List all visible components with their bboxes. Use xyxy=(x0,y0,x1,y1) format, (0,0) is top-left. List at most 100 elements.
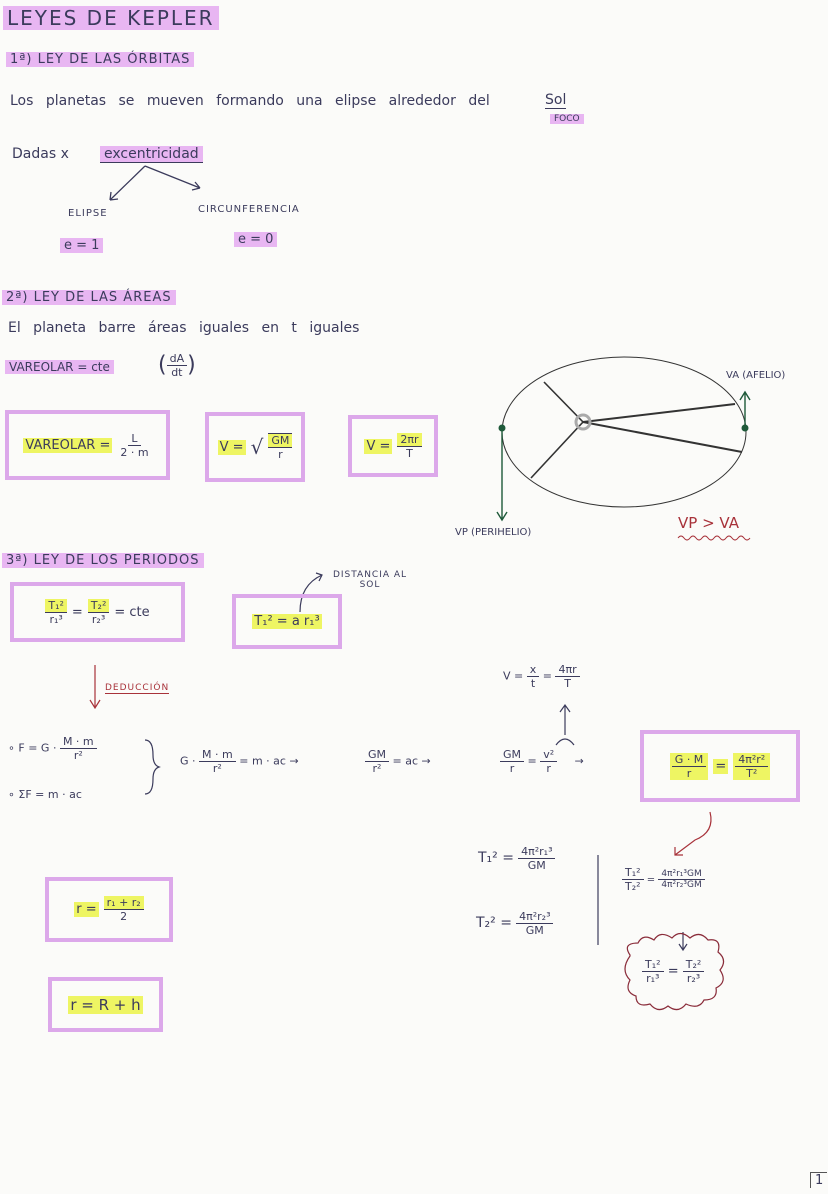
sun-icon xyxy=(574,413,592,431)
aphelion-label: VA (AFELIO) xyxy=(726,370,786,381)
area-line xyxy=(530,381,585,479)
den: r xyxy=(686,766,692,780)
lhs: T₂² = xyxy=(476,915,512,931)
den: GM xyxy=(525,924,544,937)
den: 2 xyxy=(120,910,128,923)
den: r xyxy=(278,448,283,461)
circle-label: CIRCUNFERENCIA xyxy=(198,204,300,215)
rhs: = m · ac → xyxy=(239,754,299,768)
den: T₂² xyxy=(625,880,641,893)
den: r xyxy=(546,762,551,775)
distance-note: DISTANCIA AL SOL xyxy=(332,570,408,590)
den: r₁³ xyxy=(49,612,63,626)
num: M · m xyxy=(59,735,97,749)
lhs: VAREOLAR = xyxy=(23,437,113,453)
num: GM xyxy=(500,748,525,762)
den: r₂³ xyxy=(91,612,106,626)
lhs: G · xyxy=(180,754,196,768)
formula: T₁² = a r₁³ xyxy=(252,614,322,629)
lhs: r = xyxy=(74,902,99,917)
equals: = xyxy=(542,669,552,683)
arrow: → xyxy=(574,754,584,768)
lhs: V = xyxy=(503,669,524,683)
den: r xyxy=(509,762,515,775)
aphelion-arrow xyxy=(739,390,751,428)
num: v² xyxy=(540,748,558,762)
den: 2 · m xyxy=(120,445,149,459)
velocity-arrow xyxy=(559,703,571,735)
lhs: T₁² = xyxy=(478,850,514,866)
deduction-arrow xyxy=(89,665,101,710)
law2-heading: 2ª) LEY DE LAS ÁREAS xyxy=(2,290,176,305)
num: 4π²r₁³ xyxy=(518,845,556,859)
num: 4π²r₁³GM xyxy=(658,869,705,880)
page-number: 1 xyxy=(810,1172,828,1188)
equals: = xyxy=(667,964,679,979)
sun-word: Sol xyxy=(545,92,567,109)
ellipse-label: ELIPSE xyxy=(68,208,108,219)
planet-dot xyxy=(498,424,506,432)
den: T² xyxy=(746,766,758,780)
den: r₁³ xyxy=(646,972,660,985)
dt: dt xyxy=(171,366,183,379)
den: GM xyxy=(527,859,546,872)
num: GM xyxy=(365,748,390,762)
perihelion-label: VP (PERIHELIO) xyxy=(455,527,532,538)
num: 4πr xyxy=(555,663,580,677)
rhs: = ac → xyxy=(392,754,431,768)
den: r² xyxy=(212,762,222,775)
perihelion-arrow xyxy=(496,428,508,522)
planet-dot xyxy=(741,424,749,432)
orbit-ellipse xyxy=(501,356,747,508)
num: M · m xyxy=(199,748,236,762)
dA: dA xyxy=(166,352,188,366)
den: t xyxy=(530,677,536,690)
down-arrow xyxy=(678,932,688,952)
brace xyxy=(144,739,161,795)
num: L xyxy=(128,432,141,446)
num: T₂² xyxy=(682,958,705,972)
lhs: V = xyxy=(217,439,246,455)
num: 2πr xyxy=(397,432,422,447)
law3-heading: 3ª) LEY DE LOS PERIODOS xyxy=(2,553,204,568)
num: 4π²r² xyxy=(735,753,769,767)
num: r₁ + r₂ xyxy=(103,896,144,910)
den: r₂³ xyxy=(686,972,701,985)
num: G · M xyxy=(671,753,707,767)
arrow-circle xyxy=(144,165,201,191)
page-title: LEYES DE KEPLER xyxy=(3,6,219,30)
den: T xyxy=(406,446,413,460)
area-line xyxy=(582,403,743,453)
den: r² xyxy=(372,762,382,775)
eccentricity: excentricidad xyxy=(100,146,203,163)
equals: = xyxy=(713,758,729,774)
den: T xyxy=(564,677,571,690)
num: GM xyxy=(268,434,293,448)
lhs: V = xyxy=(364,438,393,454)
red-arrow xyxy=(674,811,712,856)
num: T₂² xyxy=(87,598,110,613)
den: r² xyxy=(73,749,83,762)
rhs: = cte xyxy=(114,604,150,620)
law1-statement: Los planetas se mueven formando una elip… xyxy=(10,93,490,109)
equals: = xyxy=(646,874,656,886)
net-force: ∘ ΣF = m · ac xyxy=(8,788,82,801)
den: 4π²r₂³GM xyxy=(661,880,702,890)
equals: = xyxy=(71,604,83,620)
deduction-label: DEDUCCIÓN xyxy=(105,683,170,694)
num: T₁² xyxy=(622,866,644,880)
velocity-arc xyxy=(555,738,575,746)
